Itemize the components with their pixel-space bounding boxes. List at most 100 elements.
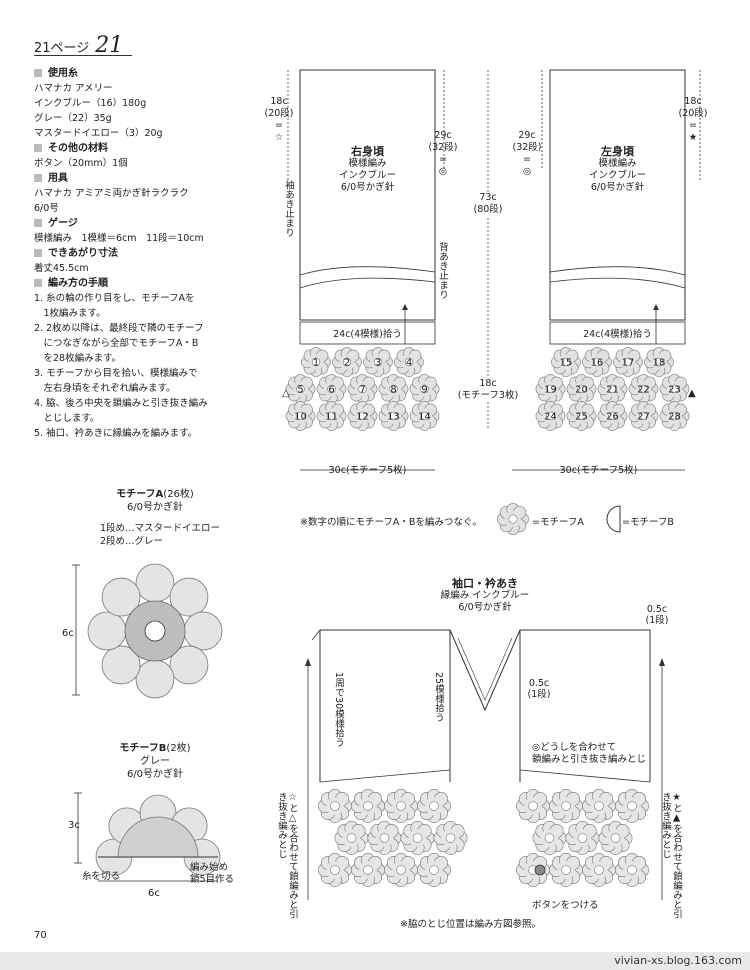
motif-number: 7 [359,385,365,396]
motif-number: 15 [560,358,573,369]
motif-number: 12 [356,412,369,423]
motif-number: 6 [328,385,334,396]
body-motif [551,347,581,377]
right-pickup: 24c(4模様)拾う [333,329,402,340]
howto-line: 左右身頃をそれぞれ編みます。 [34,383,176,394]
howto-line: を28枚編みます。 [34,353,122,364]
edging-l1: 縁編み インクブルー [440,590,530,601]
body-motif [613,347,643,377]
motif-number: 23 [668,385,681,396]
other-materials-line: ボタン（20mm）1個 [34,158,128,169]
edging-motif [384,853,418,887]
edging-motif [384,789,418,823]
body-motif [644,347,674,377]
motif-a-title: モチーフA [116,489,164,500]
left-width: 30c(モチーフ5枚) [559,465,638,476]
body-motif [659,401,690,431]
edging-title: 袖口・衿あき [452,577,518,590]
howto-line: 2. 2枚め以降は、最終段で隣のモチーフ [34,323,204,334]
edging-join: ◎どうしを合わせて 鎖編みと引き抜き編みとじ [532,742,646,766]
edging-join-line2: 鎖編みと引き抜き編みとじ [532,754,647,765]
motif-b-start: 編み始め 鎖5目作る [190,862,234,886]
button-icon [534,864,546,876]
right-inner-cm: 29c [434,130,452,141]
left-body-l2: インクブルー [588,170,646,181]
tools-line: ハマナカ アミアミ両かぎ針ラクラク [34,188,189,199]
edging-left-vertical: ☆と△を合わせて鎖編みと引き抜き編みとじ [276,792,298,919]
motif-number: 17 [622,358,635,369]
back-stop: 背あき止まり [437,242,448,299]
body-motif [316,374,347,404]
edging-motif [549,853,583,887]
right-side-eq: = [275,120,283,131]
body-motif [347,374,378,404]
size-heading: できあがり寸法 [34,246,244,261]
motif-a-petal [169,577,209,617]
sleeve-stop: 袖あき止まり [283,180,294,237]
motif-number: 14 [418,412,431,423]
edging-pick1: 1周で30模様拾う [333,672,344,748]
motif-a-petal [183,611,223,651]
motif-b-width: 6c [148,888,160,899]
motif-a-diagram [72,563,223,699]
motif-height-count: (モチーフ3枚) [457,390,519,401]
body-motif [409,401,440,431]
body-motif [409,374,440,404]
right-body-title: 右身頃 [351,145,384,158]
body-motif [301,347,331,377]
motif-a-hook: 6/0号かぎ針 [126,502,184,513]
howto-heading: 編み方の手順 [34,276,244,291]
body-motif [332,347,362,377]
body-motif [378,401,409,431]
left-body-label: 左身頃 模様編み インクブルー 6/0号かぎ針 [550,146,685,194]
right-body-l1: 模様編み [348,158,387,169]
left-side-dim: 18c (20段) = ★ [676,96,710,144]
edging-motif [549,789,583,823]
howto-line: 1. 糸の輪の作り目をし、モチーフAを [34,293,195,304]
gauge-line: 模様編み 1模様＝6cm 11段＝10cm [34,233,204,244]
howto-line: とじします。 [34,413,100,424]
body-motif [566,374,597,404]
motif-a-petal [101,577,141,617]
edging-motif [334,821,369,855]
edging-motif [351,853,385,887]
motif-a-petal [135,563,175,603]
motif-number: 19 [544,385,557,396]
edging-motif [582,789,616,823]
length-rows: (80段) [473,204,503,215]
motif-number: 5 [297,385,303,396]
body-motif [378,374,409,404]
motif-a-petal [87,611,127,651]
motif-number: 27 [637,412,650,423]
motif-number: 20 [575,385,588,396]
body-motif [597,401,628,431]
left-body-l3: 6/0号かぎ針 [590,182,645,193]
motif-b-start1: 編み始め [190,862,229,873]
legend-note: ※数字の順にモチーフA・Bを編みつなぐ。 [300,517,482,528]
side-note: ※脇のとじ位置は編み方図参照。 [400,919,541,930]
motif-number: 13 [387,412,400,423]
motif-number: 1 [313,358,319,369]
left-inner-rows: (32段) [512,142,542,153]
howto-line: 3. モチーフから目を拾い、模様編みで [34,368,198,379]
edging-motif [417,853,451,887]
yarn-line: グレー（22）35g [34,113,112,124]
left-body-title: 左身頃 [601,145,634,158]
yarn-heading: 使用糸 [34,66,244,81]
motif-number: 22 [637,385,650,396]
motif-b-height: 3c [68,820,80,831]
pattern-number: 21 [95,33,124,58]
left-side-eq: = [689,120,697,131]
body-motif [628,374,659,404]
edging-join-line1: ◎どうしを合わせて [532,742,617,753]
left-inner-dim: 29c (32段) = ◎ [512,130,542,178]
edging-motif [367,821,402,855]
right-width: 30c(モチーフ5枚) [328,465,407,476]
edging-motif [400,821,435,855]
body-motif [582,347,612,377]
left-side-cm: 18c [684,96,702,107]
motif-a-caption: モチーフA(26枚) 6/0号かぎ針 [80,488,230,514]
motif-number: 16 [591,358,604,369]
